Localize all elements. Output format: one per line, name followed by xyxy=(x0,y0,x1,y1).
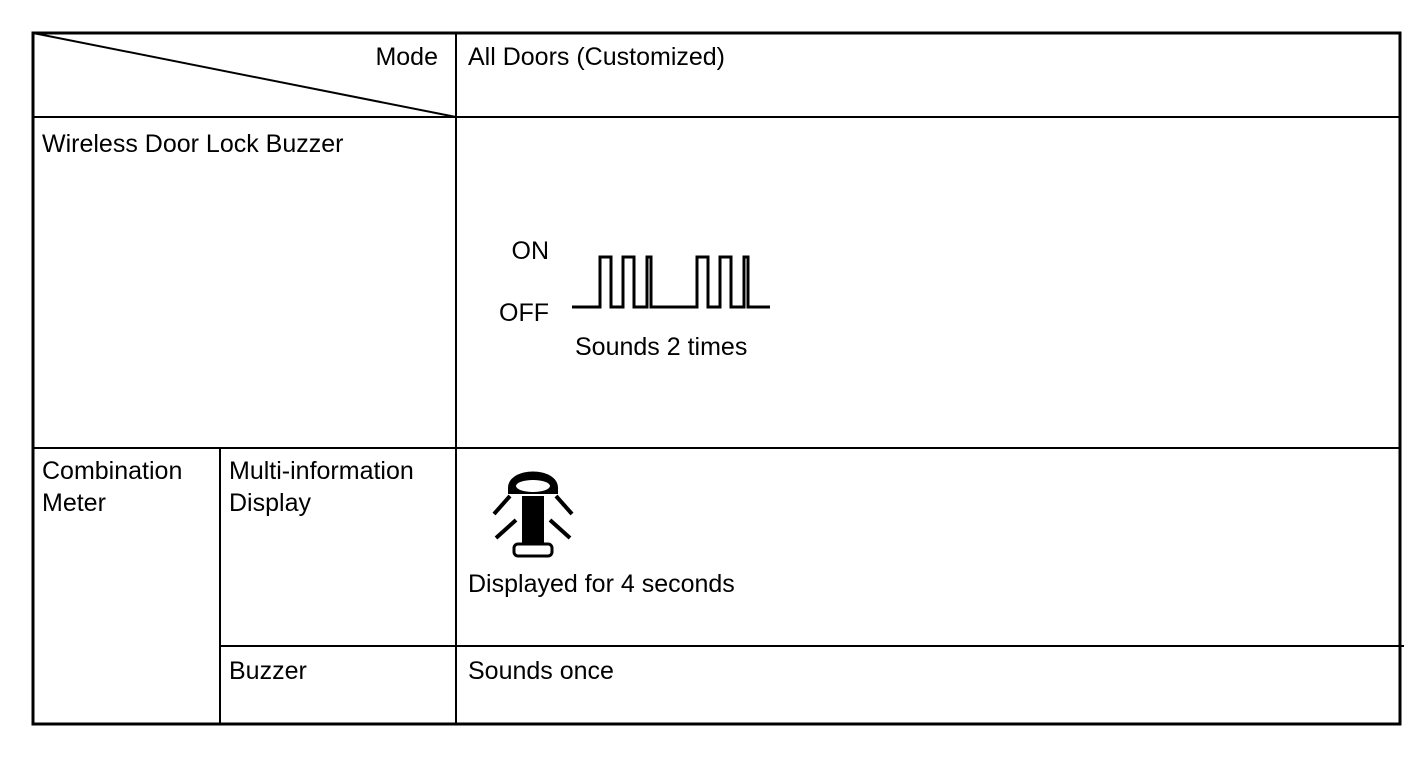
pulse-waveform xyxy=(572,255,770,309)
multi-info-display-label-line2: Display xyxy=(229,489,311,517)
combination-meter-label-line2: Meter xyxy=(42,489,106,517)
display-caption: Displayed for 4 seconds xyxy=(468,570,735,598)
wave-on-label: ON xyxy=(511,237,550,265)
buzzer-value: Sounds once xyxy=(468,657,614,685)
header-mode-label: Mode xyxy=(375,43,438,71)
wave-caption: Sounds 2 times xyxy=(575,333,748,361)
buzzer-label: Buzzer xyxy=(229,657,307,685)
door-open-icon xyxy=(492,471,574,558)
table-border xyxy=(31,31,1402,726)
wireless-buzzer-label: Wireless Door Lock Buzzer xyxy=(42,130,344,158)
header-diagonal-line xyxy=(32,32,457,118)
combination-meter-label-line1: Combination xyxy=(42,457,183,485)
multi-info-display-label-line1: Multi-information xyxy=(229,457,414,485)
wave-off-label: OFF xyxy=(499,299,549,327)
buzzer-pulse-diagram xyxy=(572,255,770,309)
header-mode-value: All Doors (Customized) xyxy=(468,43,726,71)
